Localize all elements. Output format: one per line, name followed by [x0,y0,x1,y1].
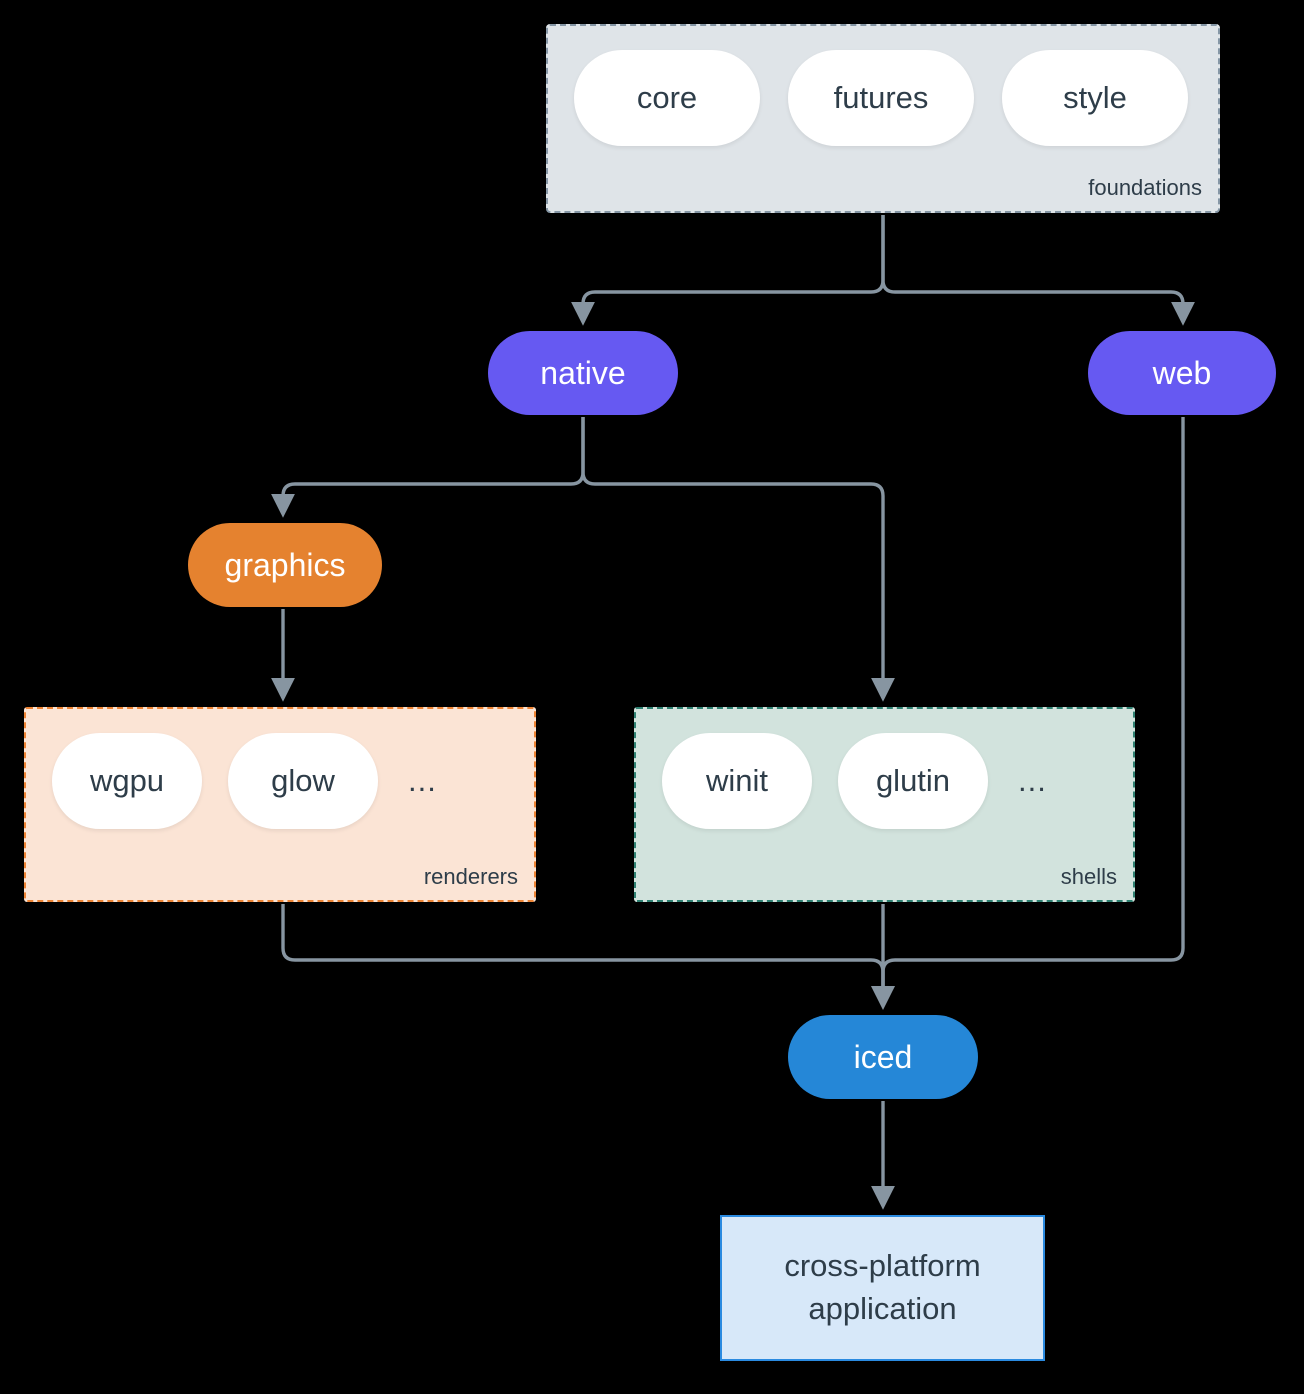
pill-wgpu[interactable]: wgpu [52,733,202,829]
renderers-pill-row: wgpu glow ... [52,733,437,829]
group-label-foundations: foundations [1088,175,1202,200]
pill-core[interactable]: core [574,50,760,146]
node-web[interactable]: web [1088,331,1276,415]
edge-foundations-to-web [881,215,1195,326]
node-cross-platform-application[interactable]: cross-platform application [720,1215,1045,1361]
shells-ellipsis: ... [1018,763,1047,798]
pill-glow[interactable]: glow [228,733,378,829]
edge-renderers-to-iced [281,904,895,1010]
renderers-ellipsis: ... [408,763,437,798]
edge-native-to-graphics [271,417,585,518]
group-label-renderers: renderers [423,864,518,889]
group-label-shells: shells [1060,864,1117,889]
group-foundations: core futures style foundations [546,24,1220,213]
node-graphics[interactable]: graphics [188,523,382,607]
edge-native-to-shells [581,417,895,702]
pill-glutin[interactable]: glutin [838,733,988,829]
group-renderers: wgpu glow ... renderers [24,707,536,902]
application-line-2: application [808,1291,957,1326]
group-shells: winit glutin ... shells [634,707,1135,902]
pill-style[interactable]: style [1002,50,1188,146]
node-iced[interactable]: iced [788,1015,978,1099]
shells-pill-row: winit glutin ... [662,733,1047,829]
pill-winit[interactable]: winit [662,733,812,829]
node-native[interactable]: native [488,331,678,415]
application-line-1: cross-platform [784,1248,981,1284]
edge-foundations-to-native [571,215,885,326]
foundations-pill-row: core futures style [574,50,1188,146]
pill-futures[interactable]: futures [788,50,974,146]
